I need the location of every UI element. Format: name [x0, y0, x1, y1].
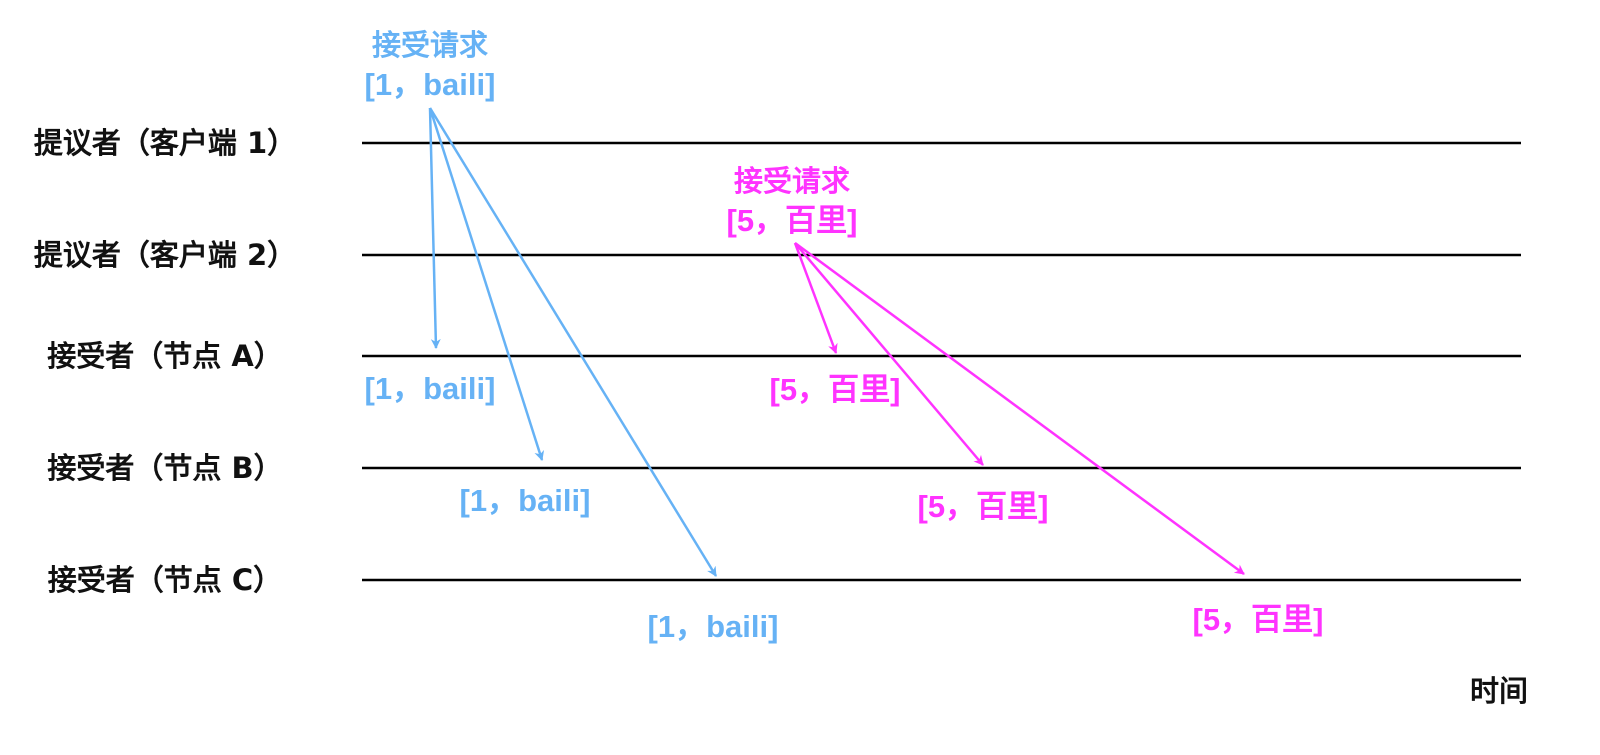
- time-axis-label: 时间: [1470, 674, 1529, 708]
- lane-label-node-b: 接受者（节点 B）: [47, 451, 283, 485]
- arrow-proposal-2-to-node-c: [794, 241, 1245, 576]
- delivery-2-node-c-label: [5，百里]: [1192, 602, 1324, 637]
- arrow-proposal-1-to-node-b: [428, 107, 545, 461]
- lane-label-node-c: 接受者（节点 C）: [47, 563, 283, 597]
- delivery-2-node-b-label: [5，百里]: [917, 489, 1049, 524]
- delivery-1-node-b-label: [1，baili]: [459, 483, 591, 518]
- delivery-1-node-a-label: [1，baili]: [364, 371, 496, 406]
- proposal-2-title: 接受请求: [733, 164, 850, 198]
- arrow-proposal-2-to-node-a: [793, 242, 838, 354]
- lane-label-client-2: 提议者（客户端 2）: [33, 238, 297, 272]
- arrow-proposal-1-to-node-a: [428, 107, 441, 349]
- proposal-2-value: [5，百里]: [726, 203, 858, 238]
- arrow-proposal-2-to-node-b: [794, 242, 984, 466]
- proposal-1-title: 接受请求: [371, 28, 488, 62]
- delivery-1-node-c-label: [1，baili]: [647, 609, 779, 644]
- delivery-2-node-a-label: [5，百里]: [769, 372, 901, 407]
- message-arrows: [428, 107, 1245, 577]
- lane-label-client-1: 提议者（客户端 1）: [33, 126, 297, 160]
- proposal-1-value: [1，baili]: [364, 67, 496, 102]
- lane-lines: [362, 141, 1521, 582]
- lane-label-node-a: 接受者（节点 A）: [47, 339, 283, 373]
- arrow-proposal-1-to-node-c: [428, 107, 718, 577]
